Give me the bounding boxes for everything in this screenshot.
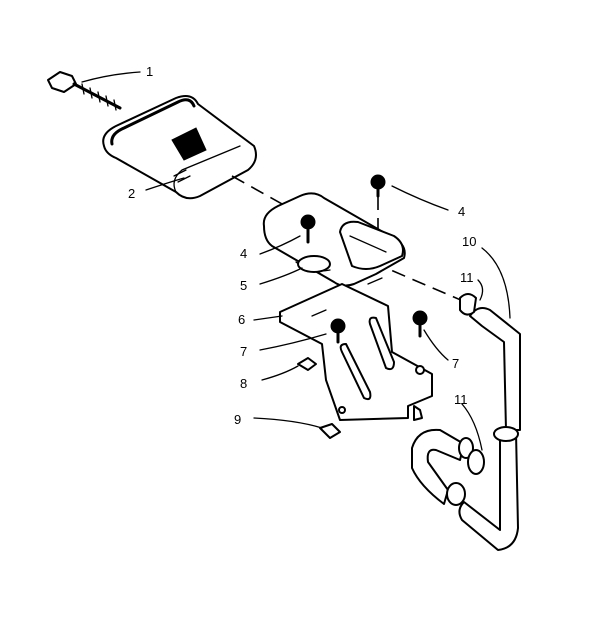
part-8-clip bbox=[297, 357, 317, 371]
part-2-cover bbox=[102, 95, 257, 200]
callout-4-top: 4 bbox=[458, 204, 465, 219]
part-11-clamp-lower bbox=[467, 449, 485, 475]
callout-7-right: 7 bbox=[452, 356, 459, 371]
callout-6: 6 bbox=[238, 312, 245, 327]
callout-8: 8 bbox=[240, 376, 247, 391]
part-4-screw-left bbox=[300, 214, 316, 244]
main-housing bbox=[262, 192, 406, 287]
part-10-tubing bbox=[411, 307, 521, 551]
part-6-mounting-plate bbox=[279, 277, 433, 421]
callout-10: 10 bbox=[462, 234, 476, 249]
part-4-screw-top bbox=[370, 174, 386, 198]
part-7-screw-left bbox=[330, 318, 346, 344]
callout-11-lower: 11 bbox=[454, 392, 468, 407]
callout-7-left: 7 bbox=[240, 344, 247, 359]
callout-labels: 1 2 4 4 5 6 7 7 8 9 10 11 11 bbox=[128, 64, 476, 427]
part-5-gasket bbox=[297, 255, 331, 273]
callout-11-upper: 11 bbox=[460, 270, 474, 285]
callout-5: 5 bbox=[240, 278, 247, 293]
callout-9: 9 bbox=[234, 412, 241, 427]
part-7-screw-right bbox=[412, 310, 428, 338]
grille-marking bbox=[171, 127, 207, 161]
callout-2: 2 bbox=[128, 186, 135, 201]
part-9-nut bbox=[319, 423, 341, 439]
leader-lines bbox=[81, 71, 511, 451]
part-1-screw bbox=[47, 71, 122, 111]
callout-4-left: 4 bbox=[240, 246, 247, 261]
callout-1: 1 bbox=[146, 64, 153, 79]
part-11-clamp-upper bbox=[459, 293, 477, 316]
